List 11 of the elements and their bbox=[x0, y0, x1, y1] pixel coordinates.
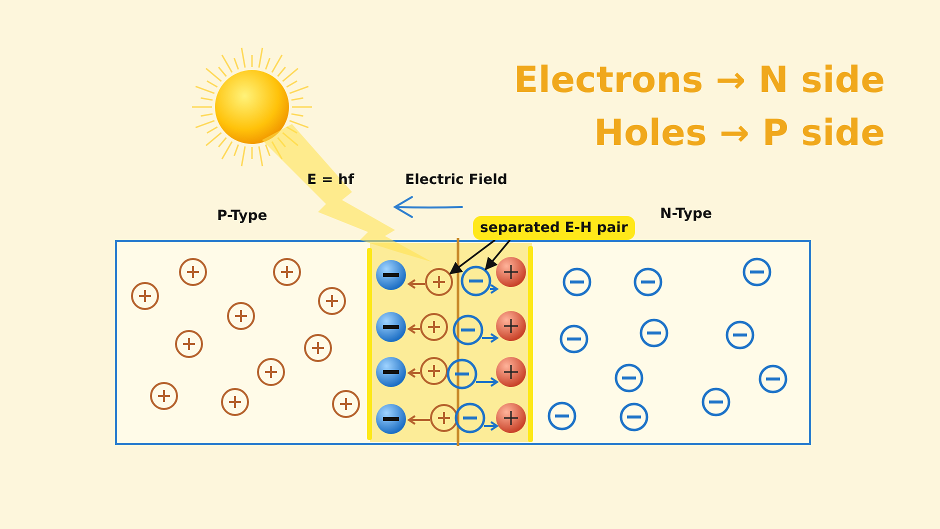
heading-text: Electrons → N side bbox=[514, 60, 885, 101]
electron-icon bbox=[460, 266, 492, 296]
leader-line bbox=[484, 239, 511, 270]
region-label: P-Type bbox=[217, 208, 268, 224]
heading-text: Holes → P side bbox=[594, 113, 885, 154]
leader-line bbox=[449, 239, 496, 274]
hole-icon bbox=[425, 268, 453, 296]
callout-label: separated E-H pair bbox=[473, 216, 635, 240]
region-label: N-Type bbox=[660, 206, 712, 222]
formula-label: E = hf bbox=[307, 172, 354, 188]
field-label: Electric Field bbox=[405, 172, 508, 188]
